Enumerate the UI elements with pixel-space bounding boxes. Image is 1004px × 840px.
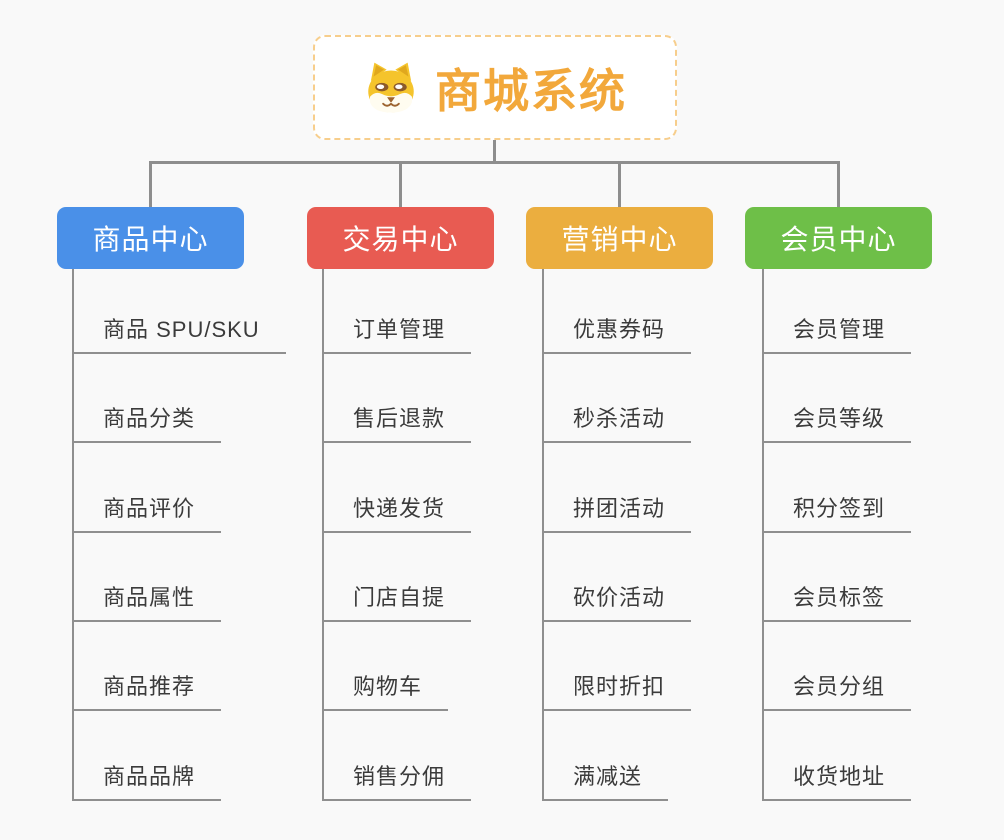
connector-drop	[399, 161, 402, 208]
topic-node[interactable]: 商品 SPU/SKU	[72, 315, 286, 354]
root-node[interactable]: 商城系统	[313, 35, 677, 140]
topic-node[interactable]: 售后退款	[322, 404, 472, 443]
dog-face-icon	[368, 62, 414, 112]
branch-node-member[interactable]: 会员中心	[745, 207, 932, 269]
topic-node[interactable]: 商品品牌	[72, 762, 222, 801]
topic-node[interactable]: 购物车	[322, 672, 449, 711]
connector-drop	[837, 161, 840, 208]
topic-node[interactable]: 优惠券码	[542, 315, 692, 354]
topic-node[interactable]: 销售分佣	[322, 762, 472, 801]
topic-node[interactable]: 快递发货	[322, 494, 472, 533]
topic-node[interactable]: 限时折扣	[542, 672, 692, 711]
connector-root-stem	[493, 140, 496, 164]
branch-trunk-line	[762, 269, 764, 800]
topic-node[interactable]: 商品推荐	[72, 672, 222, 711]
branch-trunk-line	[72, 269, 74, 800]
branch-node-marketing[interactable]: 营销中心	[526, 207, 713, 269]
topic-node[interactable]: 商品评价	[72, 494, 222, 533]
topic-node[interactable]: 砍价活动	[542, 583, 692, 622]
topic-node[interactable]: 会员标签	[762, 583, 912, 622]
root-title: 商城系统	[435, 64, 627, 117]
connector-bus-line	[149, 161, 840, 164]
topic-node[interactable]: 拼团活动	[542, 494, 692, 533]
branch-node-goods[interactable]: 商品中心	[57, 207, 244, 269]
connector-drop	[618, 161, 621, 208]
topic-node[interactable]: 收货地址	[762, 762, 912, 801]
topic-node[interactable]: 商品属性	[72, 583, 222, 622]
topic-node[interactable]: 会员等级	[762, 404, 912, 443]
topic-node[interactable]: 满减送	[542, 762, 669, 801]
topic-node[interactable]: 订单管理	[322, 315, 472, 354]
topic-node[interactable]: 商品分类	[72, 404, 222, 443]
topic-node[interactable]: 积分签到	[762, 494, 912, 533]
topic-node[interactable]: 秒杀活动	[542, 404, 692, 443]
branch-node-trade[interactable]: 交易中心	[307, 207, 494, 269]
connector-drop	[149, 161, 152, 208]
topic-node[interactable]: 会员管理	[762, 315, 912, 354]
branch-trunk-line	[322, 269, 324, 800]
topic-node[interactable]: 会员分组	[762, 672, 912, 711]
branch-trunk-line	[542, 269, 544, 800]
topic-node[interactable]: 门店自提	[322, 583, 472, 622]
